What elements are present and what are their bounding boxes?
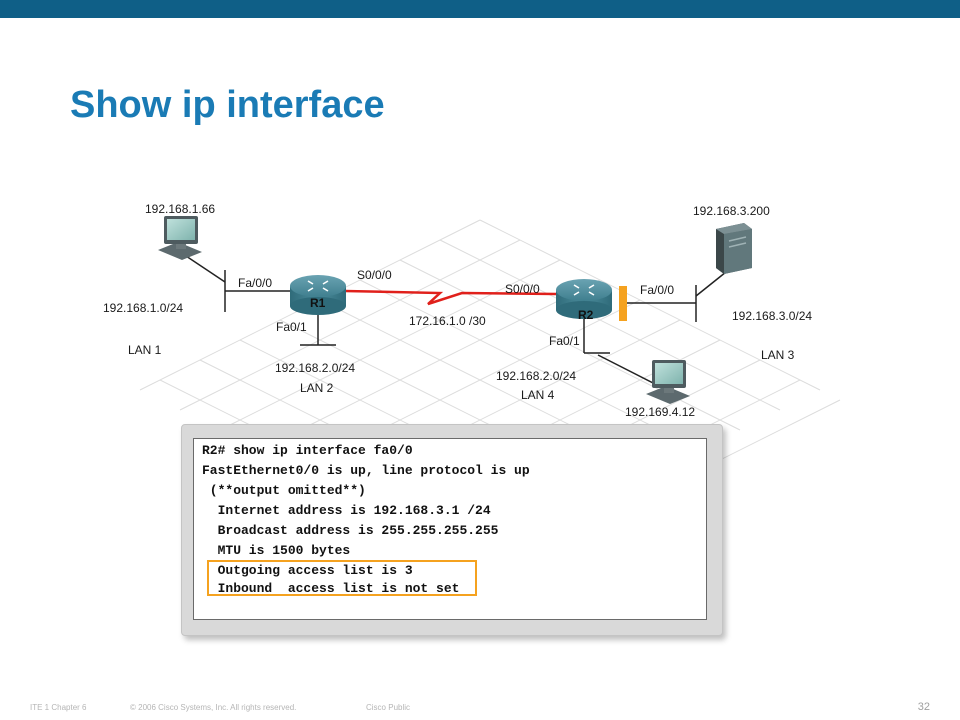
cli-line-mtu: MTU is 1500 bytes	[202, 543, 351, 558]
lan4-links	[583, 314, 656, 385]
cli-line-status: FastEthernet0/0 is up, line protocol is …	[202, 463, 530, 478]
r1-fa01-label: Fa0/1	[276, 320, 307, 334]
cli-line-command: R2# show ip interface fa0/0	[202, 443, 413, 458]
r2-fa00-label: Fa/0/0	[640, 283, 674, 297]
lan1-label: LAN 1	[128, 343, 162, 357]
cli-line-internet-address: Internet address is 192.168.3.1 /24	[202, 503, 491, 518]
server-ip-label: 192.168.3.200	[693, 204, 770, 218]
serial-network-label: 172.16.1.0 /30	[409, 314, 486, 328]
serial-link	[344, 289, 557, 306]
server-icon	[716, 223, 752, 274]
cli-line-omitted: (**output omitted**)	[202, 483, 366, 498]
lan4-network-label: 192.168.2.0/24	[496, 369, 576, 383]
page-number: 32	[917, 701, 930, 713]
pc1-computer-icon	[158, 216, 202, 260]
acl-marker	[619, 286, 627, 321]
acl-highlight-box	[207, 560, 477, 596]
router-r2-icon	[556, 279, 612, 319]
terminal-output: R2# show ip interface fa0/0 FastEthernet…	[193, 438, 707, 620]
footer-classification: Cisco Public	[366, 703, 411, 712]
pc4-computer-icon	[646, 360, 690, 404]
lan2-network-label: 192.168.2.0/24	[275, 361, 355, 375]
pc4-ip-label: 192.169.4.12	[625, 405, 695, 419]
lan3-links	[627, 271, 727, 322]
cli-line-outgoing-acl: Outgoing access list is 3	[202, 563, 413, 578]
lan3-network-label: 192.168.3.0/24	[732, 309, 812, 323]
lan1-network-label: 192.168.1.0/24	[103, 301, 183, 315]
router-r1-label: R1	[310, 296, 326, 310]
footer-course: ITE 1 Chapter 6	[30, 703, 87, 712]
slide-title: Show ip interface	[70, 84, 385, 126]
lan2-links	[300, 312, 336, 346]
lan1-links	[179, 251, 292, 312]
pc1-ip-label: 192.168.1.66	[145, 202, 215, 216]
cli-line-broadcast-address: Broadcast address is 255.255.255.255	[202, 523, 499, 538]
r1-s000-label: S0/0/0	[357, 268, 392, 282]
r1-fa00-label: Fa/0/0	[238, 276, 272, 290]
lan3-label: LAN 3	[761, 348, 795, 362]
footer-copyright: © 2006 Cisco Systems, Inc. All rights re…	[130, 703, 297, 712]
top-bar	[0, 0, 960, 18]
lan2-label: LAN 2	[300, 381, 334, 395]
router-r2-label: R2	[578, 308, 594, 322]
router-r1-icon	[290, 275, 346, 315]
r2-fa01-label: Fa0/1	[549, 334, 580, 348]
r2-s000-label: S0/0/0	[505, 282, 540, 296]
lan4-label: LAN 4	[521, 388, 555, 402]
cli-line-inbound-acl: Inbound access list is not set	[202, 581, 460, 596]
